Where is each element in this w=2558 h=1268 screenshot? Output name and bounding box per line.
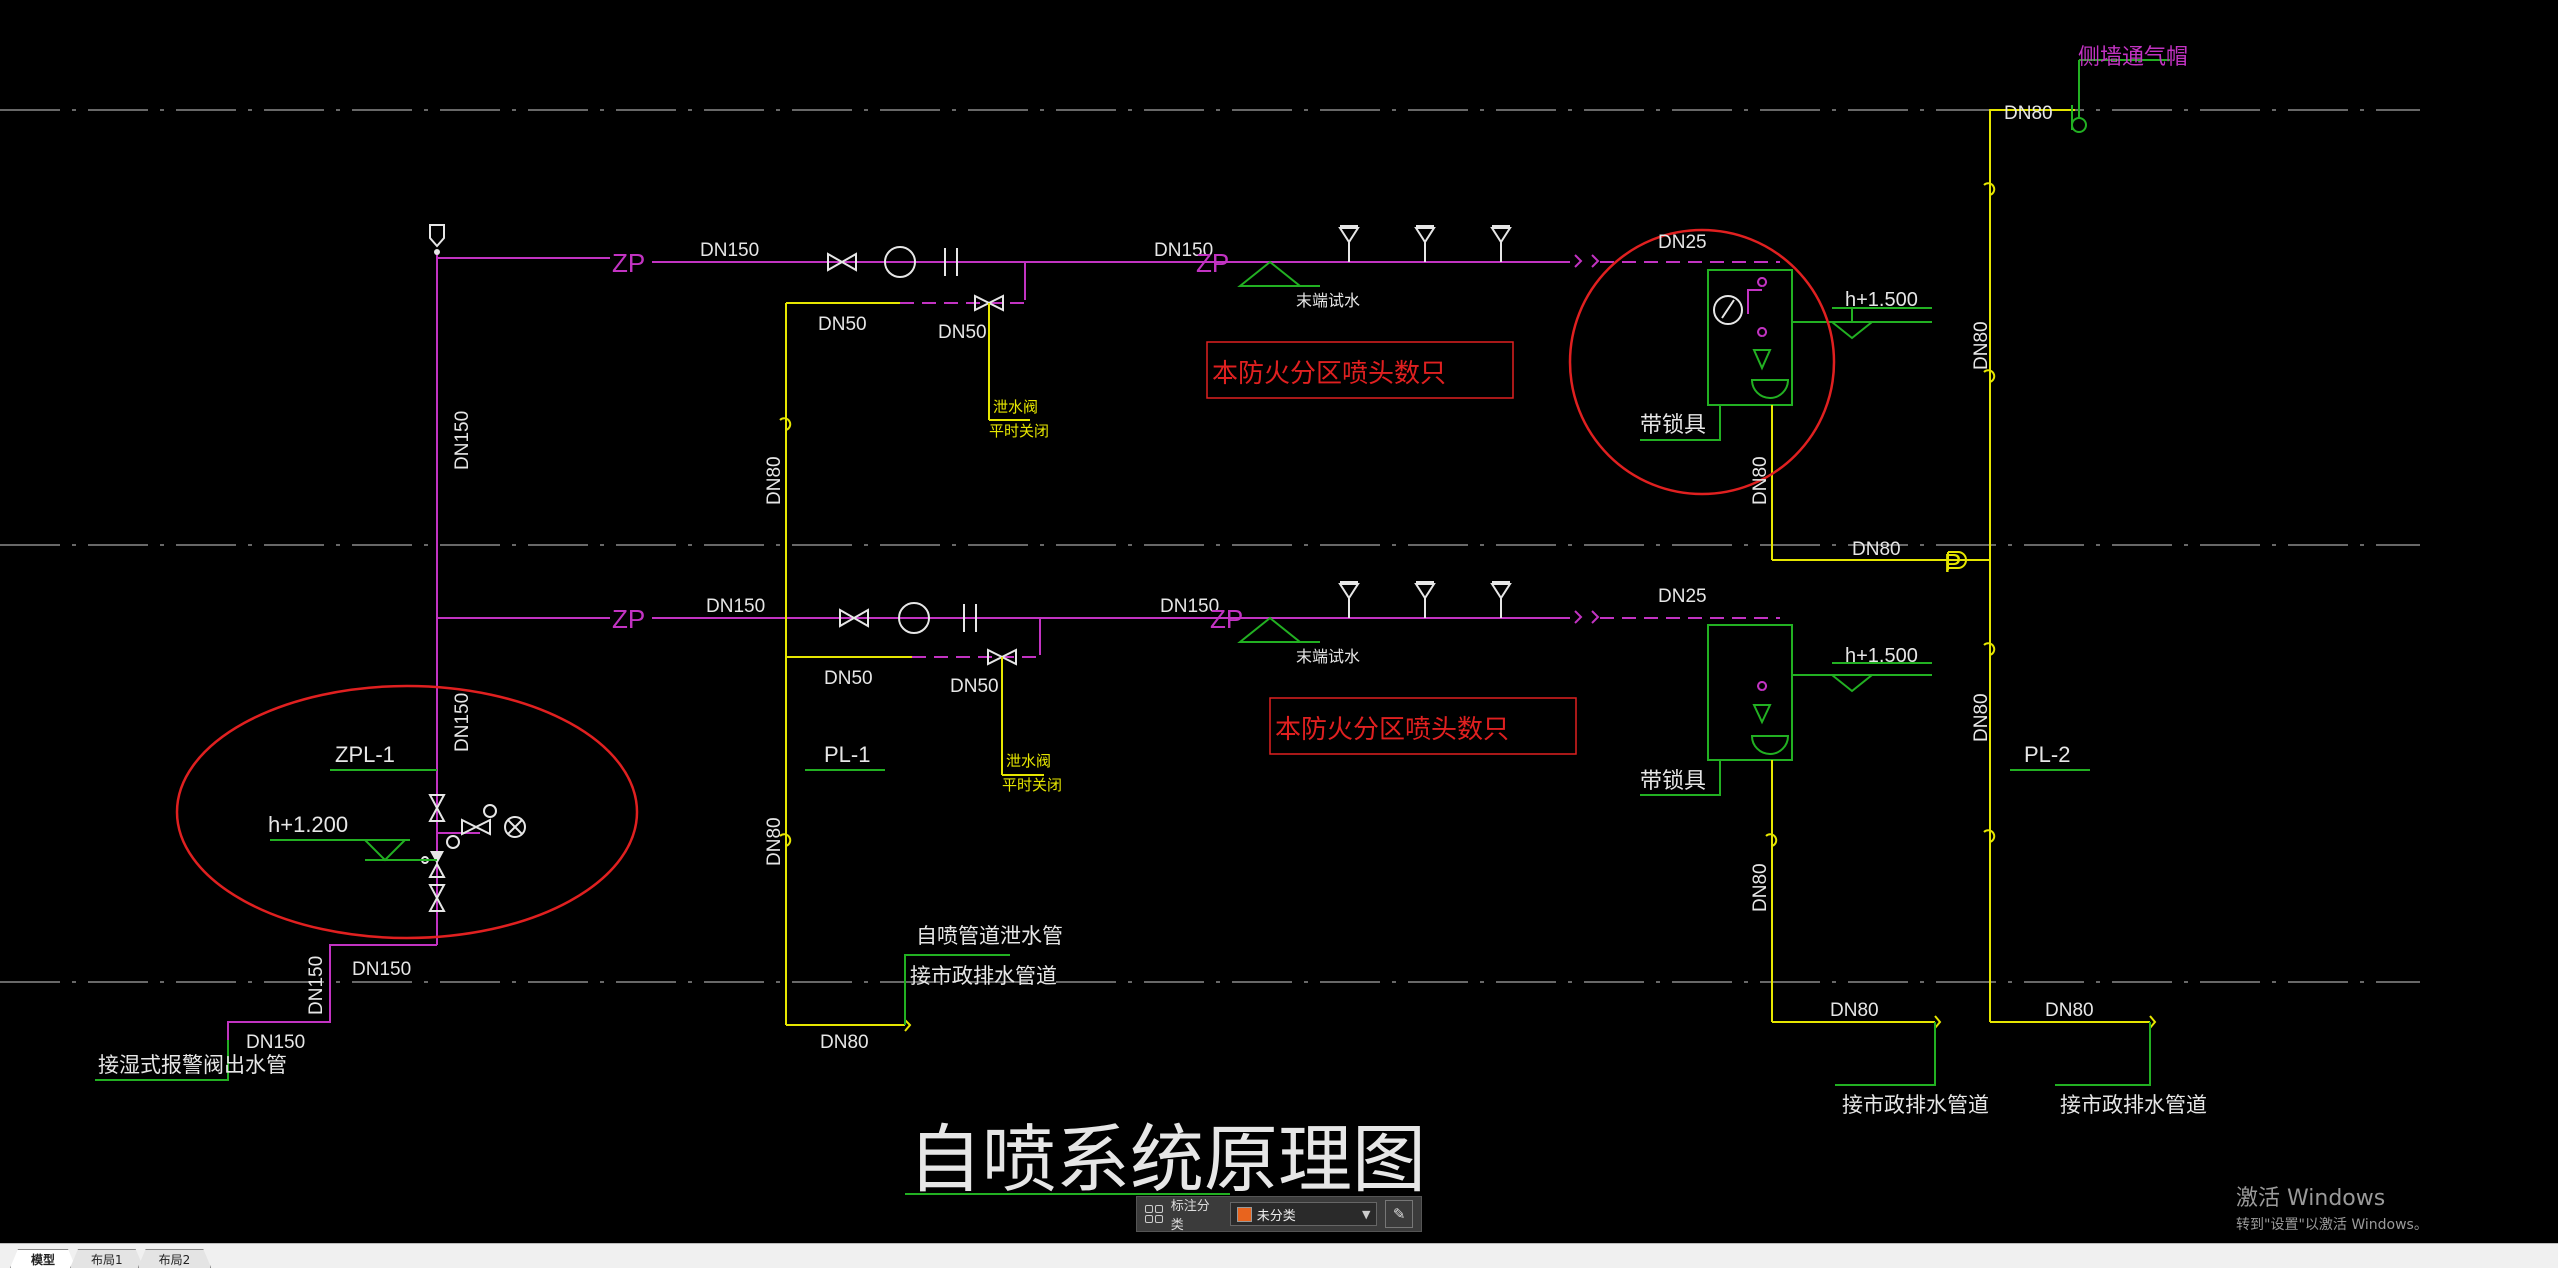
label-dn50-lower-1: DN50: [824, 668, 873, 689]
chevron-down-icon: ▼: [1361, 1207, 1371, 1221]
label-dn50-upper-2: DN50: [938, 322, 987, 343]
highlight-circle-right: [1568, 228, 1836, 496]
alarm-valve-cluster: [270, 769, 526, 912]
label-dn150-upper-1: DN150: [700, 240, 759, 261]
annotation-category-value: 未分类: [1256, 1208, 1296, 1224]
label-h1500-lower: h+1.500: [1845, 645, 1918, 667]
label-count-lower: 本防火分区喷头数只: [1275, 714, 1509, 744]
layout-tab-bar: 模型 布局1 布局2: [0, 1243, 2558, 1268]
label-zp-upper-2: ZP: [1196, 248, 1229, 278]
label-dn80-right-4: DN80: [1750, 863, 1771, 912]
label-dn25-upper: DN25: [1658, 232, 1707, 253]
label-dn80-bottom-2: DN80: [2045, 1000, 2094, 1021]
annotation-category-label: 标注分类: [1170, 1199, 1210, 1233]
elevation-marker-lower: [1792, 662, 1932, 693]
tab-layout-2[interactable]: 布局2: [138, 1249, 212, 1268]
label-dn80-pl1-bottom: DN80: [820, 1032, 869, 1053]
lock-leader-lower: [1640, 760, 1721, 796]
sprinkler-count-box-upper: [1206, 341, 1514, 399]
label-dn150-bottom-1: DN150: [352, 959, 411, 980]
label-zp-lower-2: ZP: [1210, 604, 1243, 634]
upper-branch-pipe[interactable]: [652, 254, 1780, 268]
category-color-swatch: [1236, 1206, 1252, 1222]
label-h1500-upper: h+1.500: [1845, 289, 1918, 311]
floor-markers: [1237, 260, 1320, 643]
label-zp-upper: ZP: [612, 248, 645, 278]
label-count-upper: 本防火分区喷头数只: [1212, 358, 1446, 388]
label-alarm-valve-outlet: 接湿式报警阀出水管: [98, 1054, 287, 1077]
diagram-title: 自喷系统原理图: [908, 1118, 1426, 1201]
label-dn80-pl1-2: DN80: [764, 817, 785, 866]
label-pl-1: PL-1: [824, 742, 870, 767]
edit-category-button[interactable]: ✎: [1385, 1200, 1413, 1228]
label-dn50-upper-1: DN50: [818, 314, 867, 335]
annotation-category-select[interactable]: 未分类 ▼: [1229, 1202, 1378, 1226]
label-end-device-upper: 末端试水: [1296, 292, 1360, 310]
upper-valve-group: [786, 246, 1030, 421]
label-drain-pipe-1: 自喷管道泄水管: [916, 925, 1063, 948]
riser-top-vent-icon: [429, 224, 445, 255]
label-dn150-bottom-2: DN150: [306, 956, 327, 1015]
end-test-device-lower: [1707, 624, 1793, 1022]
category-grid-icon[interactable]: [1145, 1205, 1163, 1223]
sprinkler-count-box-lower: [1269, 697, 1577, 755]
label-dn150-lower-2: DN150: [1160, 596, 1219, 617]
sprinkler-heads-upper: [1338, 225, 1512, 262]
label-valve-note-lower-2: 平时关闭: [1002, 777, 1062, 794]
label-valve-note-upper-1: 泄水阀: [993, 399, 1038, 416]
label-end-device-lower: 末端试水: [1296, 648, 1360, 666]
label-h1200: h+1.200: [268, 812, 348, 837]
vent-cap-icon: [2071, 59, 2170, 133]
windows-activation-watermark: 激活 Windows 转到"设置"以激活 Windows。: [2236, 1180, 2428, 1234]
label-dn150-riser-1: DN150: [452, 411, 473, 470]
label-zp-lower: ZP: [612, 604, 645, 634]
riser-zpl-1[interactable]: [227, 250, 610, 1040]
elevation-marker-upper: [1792, 307, 1932, 340]
label-dn80-right-3: DN80: [1971, 693, 1992, 742]
alarm-valve-outlet-leader: [95, 1040, 229, 1081]
grid-lines: [0, 109, 2420, 983]
tab-layout-1[interactable]: 布局1: [70, 1249, 144, 1268]
lower-branch-pipe[interactable]: [652, 610, 1780, 624]
edit-icon: ✎: [1392, 1205, 1406, 1223]
label-dn80-top: DN80: [2004, 103, 2053, 124]
label-lock-upper: 带锁具: [1640, 412, 1706, 437]
drain-riser-pl-2[interactable]: [1765, 109, 2157, 1086]
lock-leader-upper: [1640, 405, 1721, 441]
label-dn80-right-2: DN80: [1750, 456, 1771, 505]
label-municipal-drain-1: 接市政排水管道: [1842, 1094, 1989, 1117]
label-zpl-1: ZPL-1: [335, 742, 395, 767]
drain-riser-pl-1[interactable]: [779, 303, 1010, 1032]
highlight-ellipse-left: [175, 684, 639, 940]
label-municipal-drain-2: 接市政排水管道: [2060, 1094, 2207, 1117]
label-dn50-lower-2: DN50: [950, 676, 999, 697]
label-vent-cap: 侧墙通气帽: [2078, 44, 2188, 69]
label-drain-pipe-2: 接市政排水管道: [910, 965, 1057, 988]
tab-model[interactable]: 模型: [10, 1249, 76, 1268]
label-p: P: [1944, 548, 1961, 578]
watermark-line-1: 激活 Windows: [2236, 1186, 2386, 1211]
label-lock-lower: 带锁具: [1640, 768, 1706, 793]
label-valve-note-upper-2: 平时关闭: [989, 423, 1049, 440]
end-test-device-upper: [1707, 269, 1793, 560]
label-dn150-bottom-3: DN150: [246, 1032, 305, 1053]
label-dn80-right-1: DN80: [1971, 321, 1992, 370]
label-dn25-lower: DN25: [1658, 586, 1707, 607]
label-dn150-riser-2: DN150: [452, 693, 473, 752]
annotation-category-toolbar: 标注分类 未分类 ▼ ✎: [1136, 1196, 1422, 1233]
label-dn80-bottom-1: DN80: [1830, 1000, 1879, 1021]
label-dn150-lower-1: DN150: [706, 596, 765, 617]
watermark-line-2: 转到"设置"以激活 Windows。: [2236, 1217, 2428, 1233]
label-dn150-upper-2: DN150: [1154, 240, 1213, 261]
label-dn80-mid: DN80: [1852, 539, 1901, 560]
label-valve-note-lower-1: 泄水阀: [1006, 753, 1051, 770]
label-pl-2: PL-2: [2024, 742, 2070, 767]
label-dn80-pl1-1: DN80: [764, 456, 785, 505]
sprinkler-heads-lower: [1338, 581, 1512, 618]
lower-valve-group: [786, 602, 1044, 776]
